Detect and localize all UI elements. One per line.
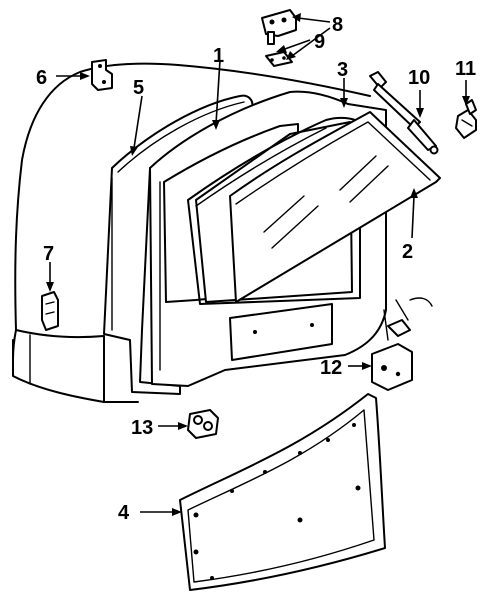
callout-12: 12 [320, 357, 342, 379]
callout-7: 7 [43, 243, 54, 265]
part-7-striker [41, 291, 59, 331]
garnish-panel [179, 393, 386, 591]
callout-3: 3 [337, 59, 348, 81]
callout-labels: 1 2 3 4 5 6 7 8 9 10 11 12 13 [36, 14, 476, 524]
part-13-stopper [187, 409, 219, 439]
callout-11: 11 [455, 58, 476, 80]
callout-10: 10 [408, 67, 430, 89]
callout-1: 1 [213, 45, 224, 67]
rear-glass [229, 111, 441, 303]
part-6-bracket [91, 59, 113, 91]
callout-6: 6 [36, 67, 47, 89]
part-12-lock [371, 297, 433, 391]
part-10-strut [369, 71, 439, 155]
callout-13: 13 [131, 417, 153, 439]
leader-lines [46, 13, 470, 516]
part-9-plate [265, 51, 293, 67]
callout-5: 5 [133, 77, 144, 99]
part-8-hinge [261, 9, 297, 45]
vehicle-body [12, 62, 371, 403]
callout-8: 8 [332, 14, 343, 36]
callout-2: 2 [402, 241, 413, 263]
part-11-stop [455, 99, 477, 139]
callout-4: 4 [118, 502, 130, 524]
callout-9: 9 [314, 31, 325, 53]
